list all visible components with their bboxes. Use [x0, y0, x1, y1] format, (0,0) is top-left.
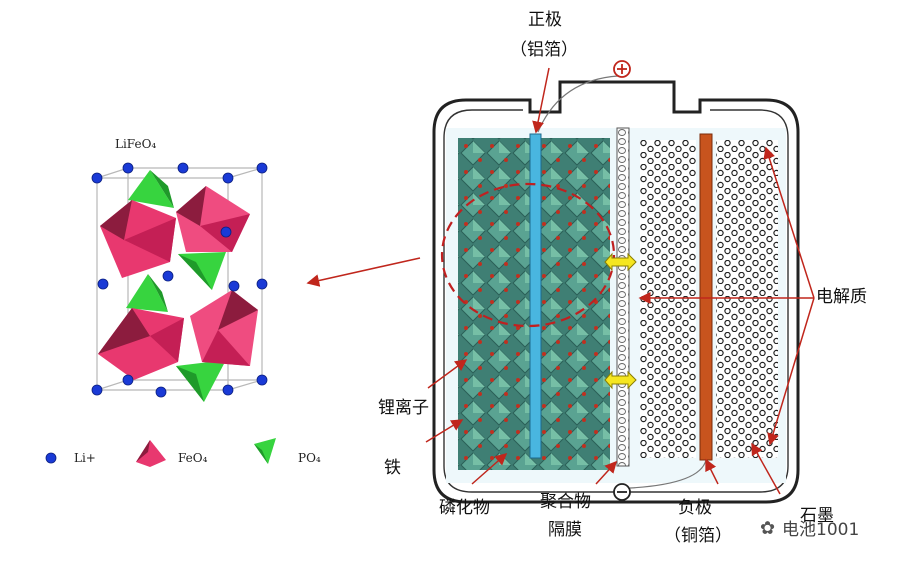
feo4-legend-icon	[136, 440, 166, 467]
label-negative-electrode-foil: （铜箔）	[664, 526, 732, 546]
label-graphite: 石墨	[800, 506, 834, 526]
pointer-graphite	[751, 442, 781, 495]
pointer-electrolyte-top	[763, 146, 815, 299]
battery-cell	[432, 75, 800, 504]
pointer-negative-electrode	[705, 458, 719, 485]
label-positive-electrode: 正极	[528, 10, 562, 30]
feo4-octahedron-top-right	[176, 186, 250, 252]
zoom-arrow	[306, 257, 421, 287]
graphite-right	[716, 140, 778, 458]
label-positive-electrode-foil: （铝箔）	[510, 40, 578, 60]
positive-terminal-icon	[613, 60, 631, 78]
li-legend-icon	[45, 452, 57, 464]
po4-legend-icon	[254, 438, 276, 464]
pointer-phosphide	[471, 453, 508, 485]
po4-tetrahedron-mid-right	[178, 252, 226, 290]
crystal-title: LiFeO₄	[115, 137, 157, 151]
label-iron: 铁	[384, 458, 401, 478]
legend-po4-label: PO₄	[298, 451, 321, 465]
pointer-lithium-ion	[427, 359, 468, 389]
label-polymer-separator-line2: 隔膜	[548, 520, 582, 540]
zoom-highlight-circle	[440, 182, 616, 328]
po4-tetrahedron-bottom	[176, 360, 226, 402]
feo4-octahedron-top-left	[100, 200, 176, 278]
po4-tetrahedron-mid-left	[126, 274, 168, 312]
pointer-iron	[425, 419, 464, 443]
li-ion-arrow-lower	[604, 370, 637, 390]
pointer-positive-electrode	[532, 67, 550, 134]
legend-li-label: Li+	[74, 451, 96, 465]
graphite-left	[640, 140, 696, 458]
negative-terminal-icon	[613, 483, 631, 501]
feo4-octahedron-bottom-left	[98, 308, 184, 380]
crystal-unit-cell	[91, 162, 268, 402]
label-lithium-ion: 锂离子	[378, 398, 429, 418]
label-negative-electrode: 负极	[678, 498, 712, 518]
li-ion-arrow-upper	[604, 252, 637, 272]
copper-foil	[699, 133, 713, 461]
pointer-electrolyte-bottom	[767, 297, 815, 446]
label-electrolyte: 电解质	[816, 287, 867, 307]
aluminum-foil	[529, 133, 542, 459]
legend-feo4-label: FeO₄	[178, 451, 208, 465]
feo4-octahedron-bottom-right	[190, 290, 258, 366]
po4-tetrahedron-top	[128, 170, 174, 208]
label-polymer-separator: 聚合物	[540, 492, 591, 512]
watermark-text: 电池1001	[782, 520, 860, 540]
wechat-logo-icon: ✿	[760, 518, 776, 539]
polymer-separator	[616, 127, 630, 467]
pointer-separator	[595, 460, 618, 485]
label-phosphide: 磷化物	[439, 498, 490, 518]
